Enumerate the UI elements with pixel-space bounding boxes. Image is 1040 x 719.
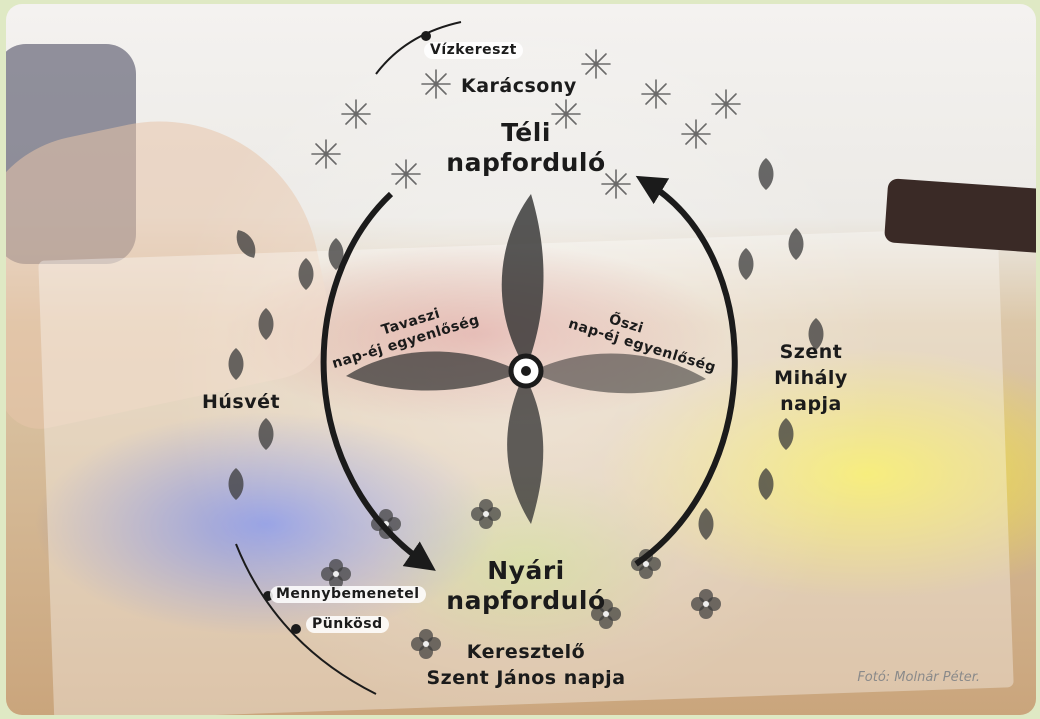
label-punkosd: Pünkösd (306, 616, 389, 633)
label-szent-line1: Szent (779, 341, 843, 363)
arrow-summer-to-winter (634, 175, 738, 567)
petal-winter (501, 194, 544, 369)
label-szent-line2: Mihály (774, 367, 848, 389)
label-kereszt-line2: Szent János napja (426, 667, 626, 689)
photo-frame: Vízkereszt Karácsony Téli napforduló Tav… (6, 4, 1036, 715)
petal-summer (507, 374, 544, 524)
vizkereszt-arc (375, 21, 462, 75)
petal-autumn (531, 353, 706, 394)
petal-spring (346, 351, 521, 391)
center-target-dot (521, 366, 531, 376)
label-karacsony: Karácsony (461, 75, 577, 97)
arrow-winter-to-summer (320, 191, 436, 571)
label-szent-line3: napja (780, 393, 842, 415)
label-mennybemenetel: Mennybemenetel (270, 586, 426, 603)
label-kereszt-line1: Keresztelő (466, 641, 586, 663)
punkosd-arc (235, 543, 377, 695)
vizkereszt-dot (421, 31, 431, 41)
season-wheel (228, 21, 824, 695)
label-teli-line2: napforduló (446, 148, 606, 177)
label-husvet: Húsvét (202, 391, 281, 413)
label-nyari-line1: Nyári (487, 556, 565, 585)
label-teli-line1: Téli (501, 118, 551, 147)
label-nyari-line2: napforduló (446, 586, 606, 615)
label-vizkereszt: Vízkereszt (424, 42, 523, 59)
punkosd-dot (291, 624, 301, 634)
photo-credit: Fotó: Molnár Péter. (857, 670, 980, 685)
